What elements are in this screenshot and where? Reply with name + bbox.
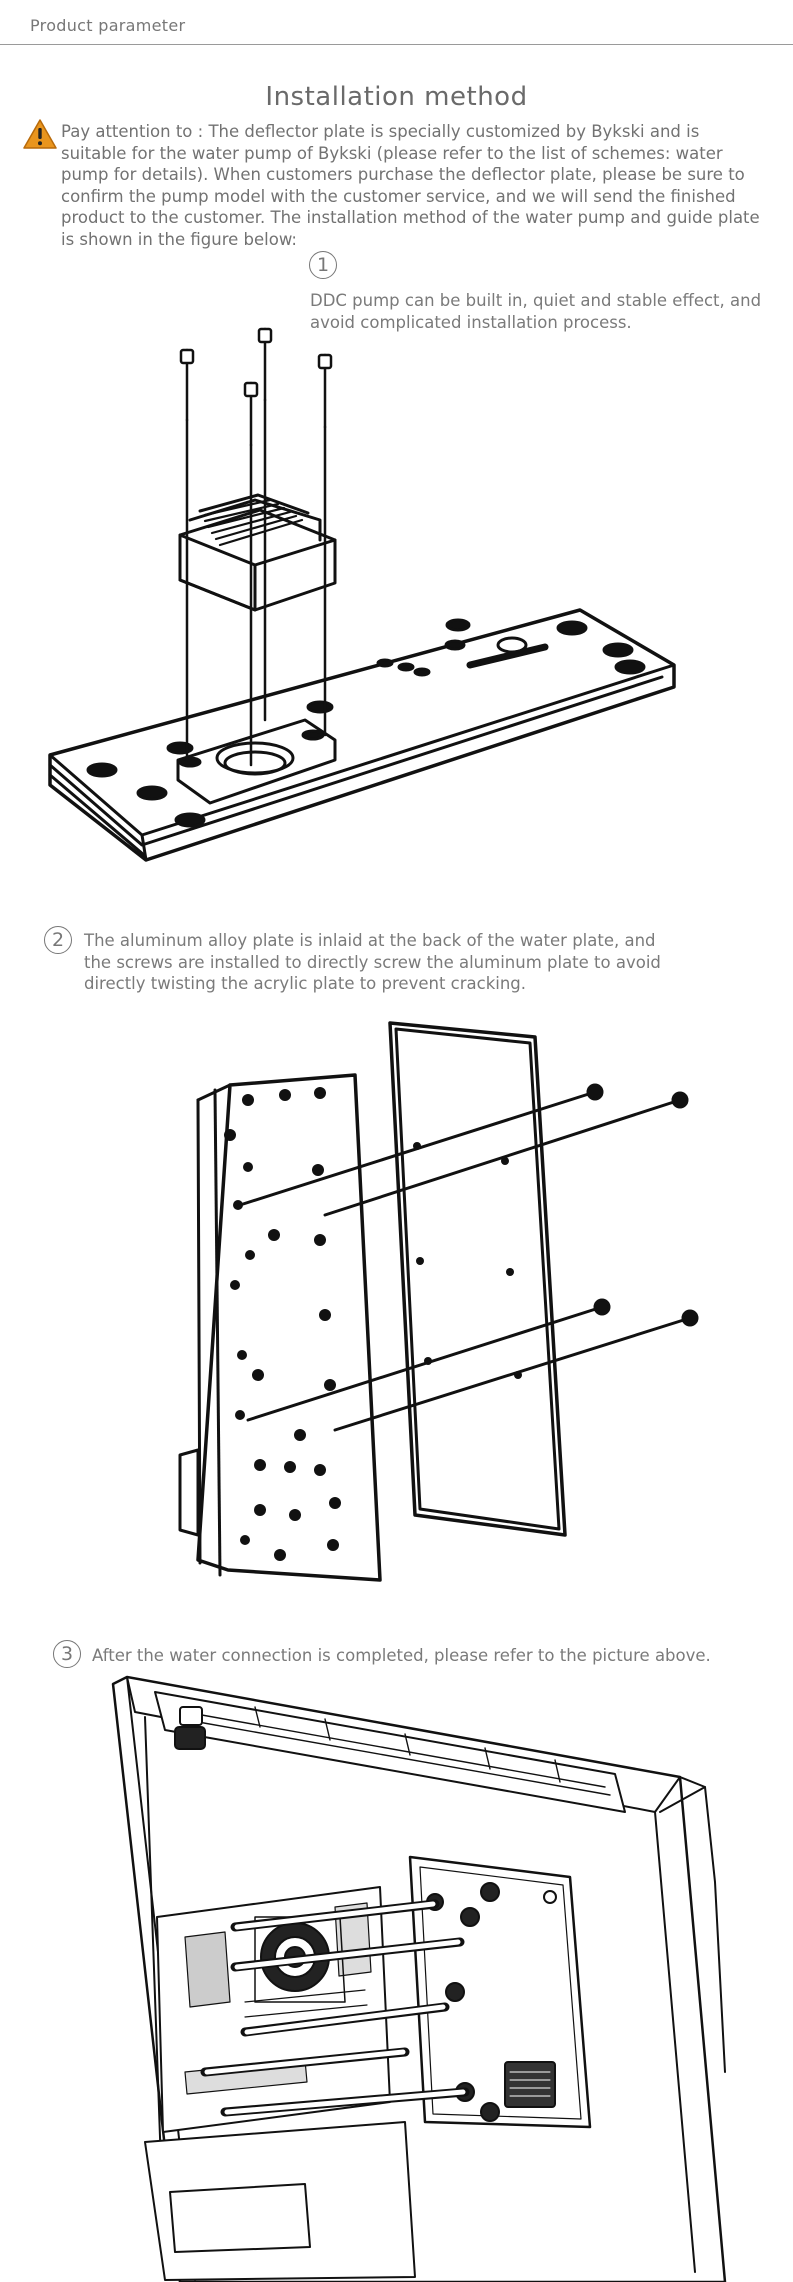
warning-triangle-icon (23, 119, 57, 149)
water-plate-aluminum-plate-diagram (178, 1021, 699, 1582)
step-1-text: DDC pump can be built in, quiet and stab… (310, 291, 762, 332)
step-2-number: 2 (44, 926, 72, 954)
notice-text: Pay attention to : The deflector plate i… (61, 122, 760, 249)
pump-plate-exploded-diagram (48, 327, 676, 862)
step-3-number: 3 (53, 1640, 81, 1668)
step-1-number: 1 (309, 251, 337, 279)
section-title: Installation method (265, 82, 528, 112)
header-title: Product parameter (30, 16, 186, 35)
step-2-text: The aluminum alloy plate is inlaid at th… (84, 931, 661, 993)
installed-case-diagram (111, 1675, 727, 2282)
page-header: Product parameter (0, 0, 793, 45)
step-3-text: After the water connection is completed,… (92, 1646, 711, 1665)
